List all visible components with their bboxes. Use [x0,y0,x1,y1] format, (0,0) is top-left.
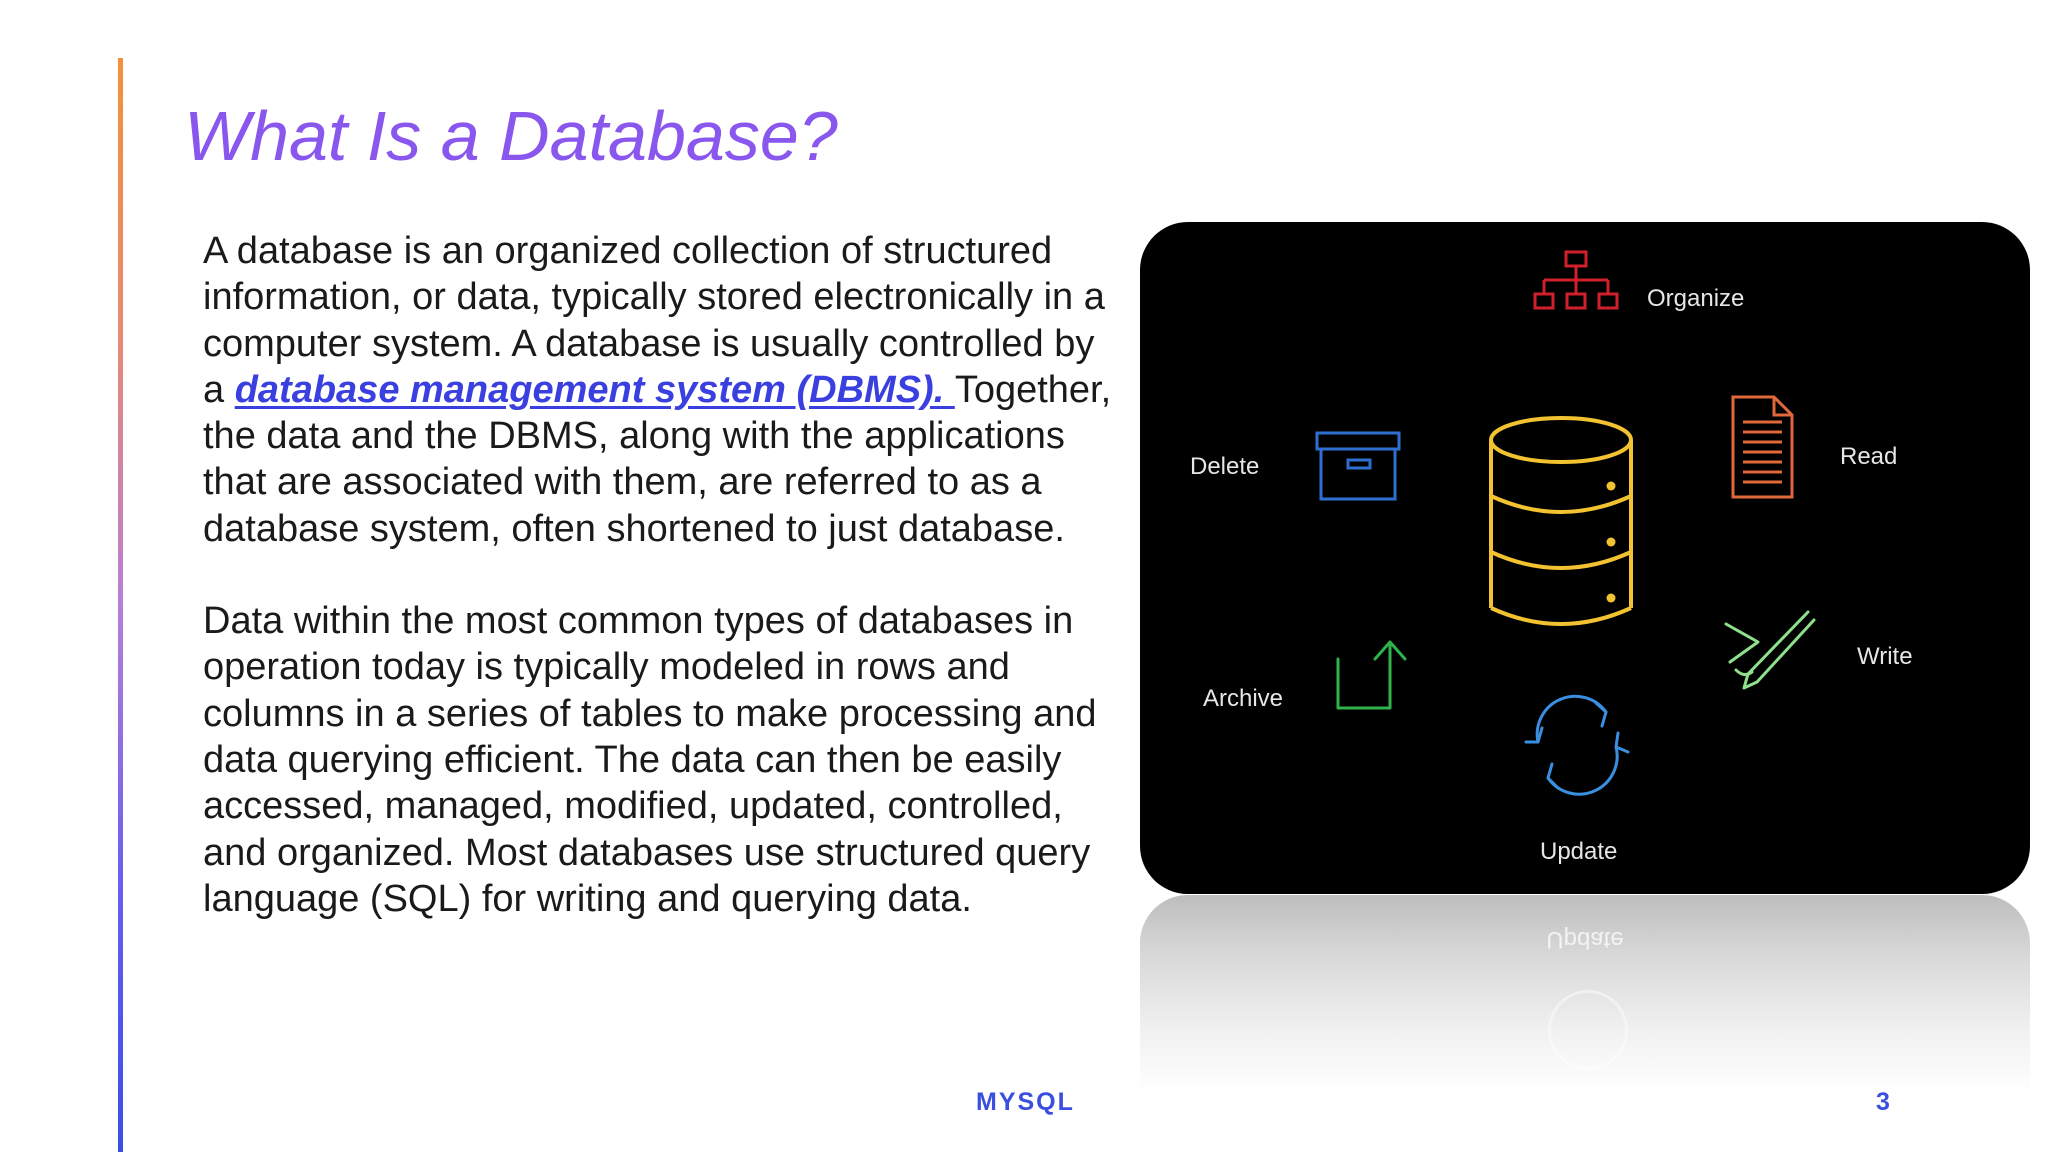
label-archive: Archive [1203,685,1283,712]
label-organize: Organize [1647,285,1744,312]
slide-title: What Is a Database? [184,97,838,175]
accent-bar [118,58,123,1152]
paragraph-1: A database is an organized collection of… [203,228,1143,552]
paragraph-1-end: Together, the data and the DBMS, along w… [203,368,1112,550]
body-text: A database is an organized collection of… [203,228,1143,922]
figure-reflection: Update [1140,895,2030,1095]
label-update: Update [1540,838,1617,865]
hierarchy-icon [1533,250,1619,310]
archive-box-icon [1315,431,1401,501]
label-delete: Delete [1190,453,1259,480]
database-operations-figure: Organize Read Delete [1140,222,2030,894]
document-icon [1731,395,1794,499]
database-icon [1489,416,1633,626]
label-read: Read [1840,443,1897,470]
pen-check-icon [1724,610,1816,690]
paragraph-1-start: A database is an organized collection of… [203,230,1105,411]
dbms-link[interactable]: database management system (DBMS). [234,368,955,411]
page-number: 3 [1876,1088,1890,1116]
label-write: Write [1857,643,1913,670]
reflection-refresh-icon [1548,990,1628,1070]
paragraph-2: Data within the most common types of dat… [203,600,1097,920]
reflection-label: Update [1546,926,1624,953]
refresh-icon [1524,694,1630,796]
footer-label: MYSQL [976,1088,1075,1116]
arrow-up-icon [1336,640,1407,710]
